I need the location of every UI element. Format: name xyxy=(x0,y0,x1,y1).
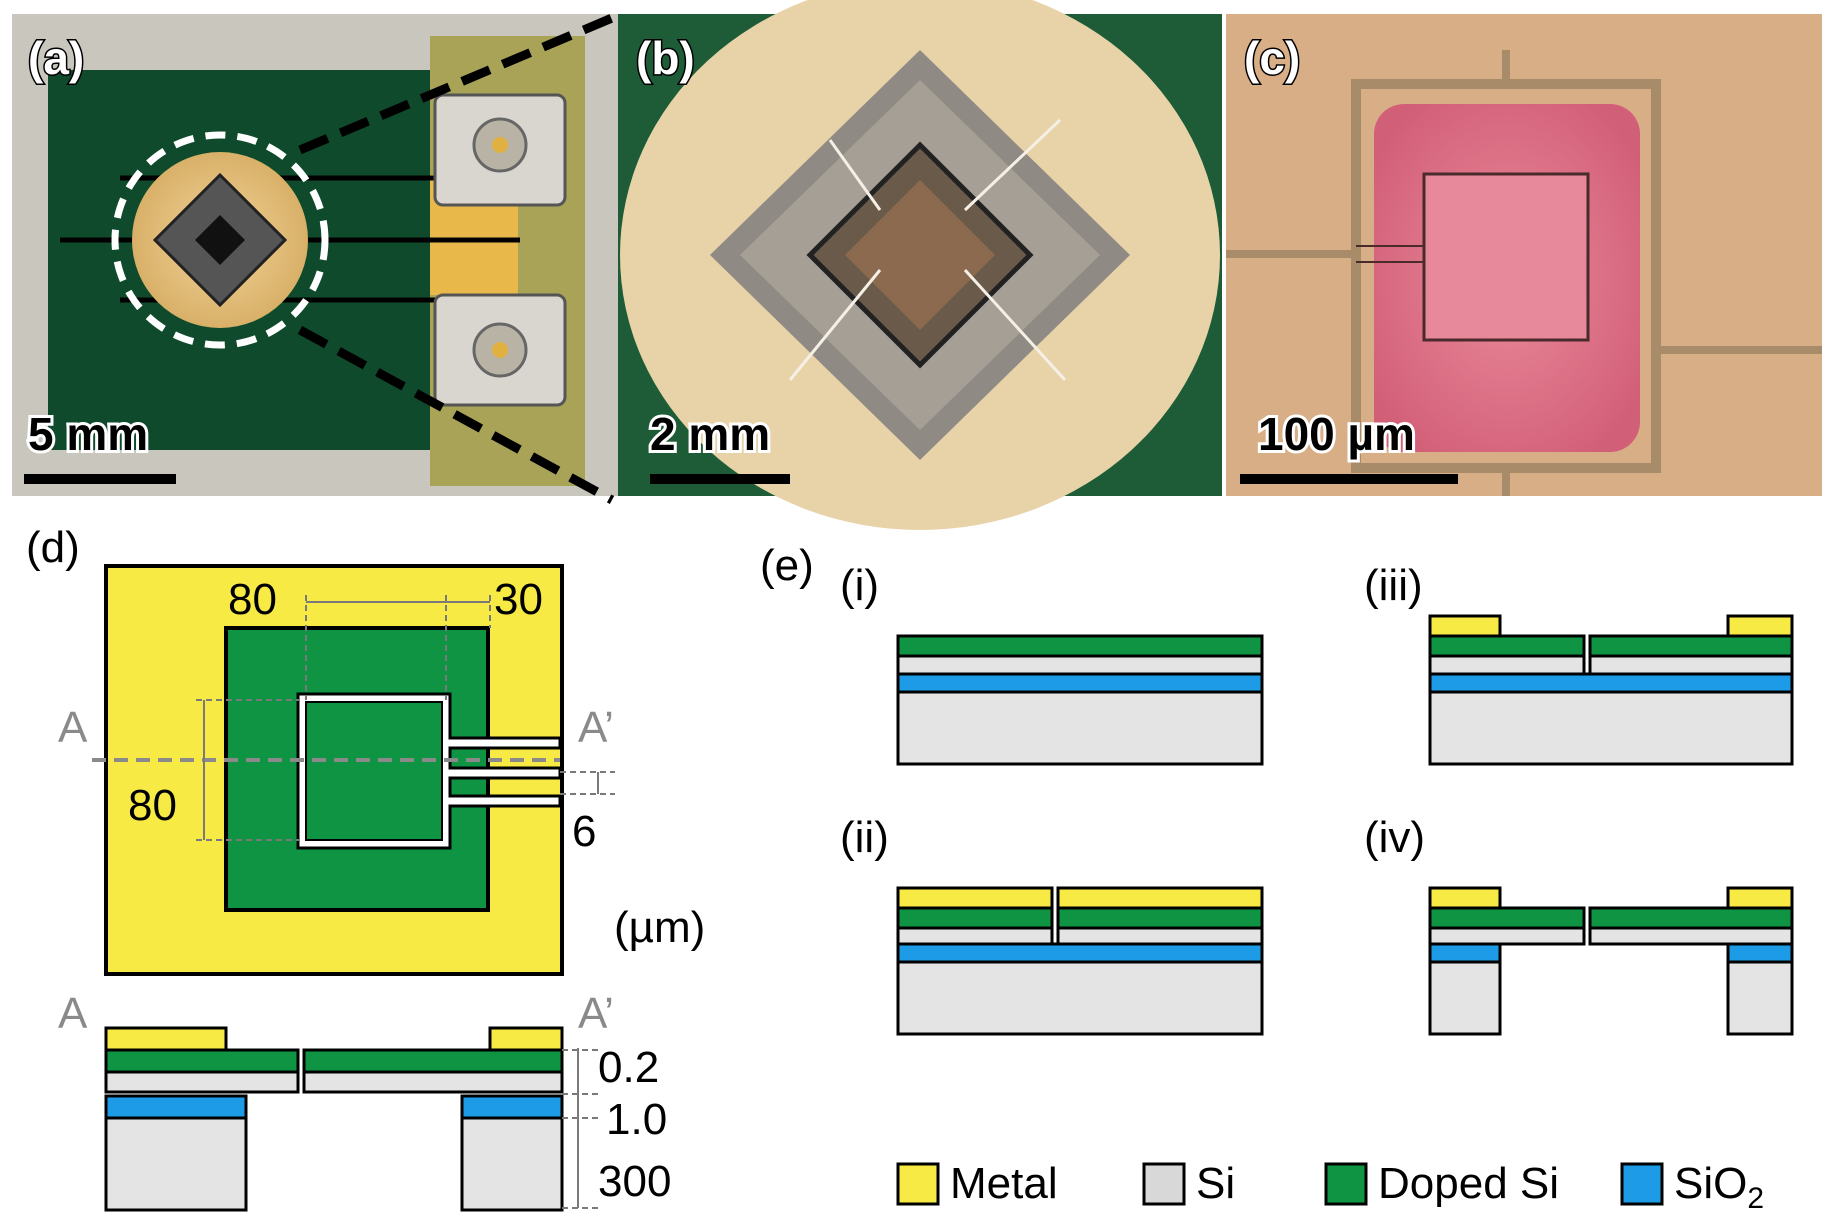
membrane-square xyxy=(305,701,443,841)
step-label-iii: (iii) xyxy=(1364,561,1423,610)
legend-swatch-sio2 xyxy=(1620,1162,1664,1206)
dim-30: 30 xyxy=(494,575,543,624)
panel-label-e: (e) xyxy=(760,541,814,590)
section-label-a: A xyxy=(58,703,88,752)
step-ii-stack xyxy=(896,886,1264,1036)
step-label-ii: (ii) xyxy=(840,813,889,862)
unit-label: (µm) xyxy=(614,903,705,952)
photo-c: (c) 100 µm xyxy=(1226,14,1822,496)
legend-label-sio2: SiO2 xyxy=(1674,1159,1764,1215)
scale-bar-c xyxy=(1240,474,1458,484)
thickness-0-2: 0.2 xyxy=(598,1043,659,1092)
cross-label-a-prime: A’ xyxy=(578,989,614,1038)
step-iv-stack xyxy=(1428,886,1794,1036)
legend-label-doped-si: Doped Si xyxy=(1378,1159,1559,1208)
step-label-iv: (iv) xyxy=(1364,813,1425,862)
legend: Metal Si Doped Si SiO2 xyxy=(896,1159,1764,1215)
scale-label-b: 2 mm xyxy=(650,408,770,460)
thickness-1-0: 1.0 xyxy=(606,1095,667,1144)
thickness-300: 300 xyxy=(598,1157,671,1206)
panel-label-d: (d) xyxy=(26,523,80,572)
connector-bottom xyxy=(433,293,567,407)
zoom-line-bottom xyxy=(297,326,615,504)
dim-80-horizontal: 80 xyxy=(228,575,277,624)
panel-label-a: (a) xyxy=(28,32,84,84)
step-label-i: (i) xyxy=(840,561,879,610)
scale-bar-b xyxy=(650,474,790,484)
legend-label-metal: Metal xyxy=(950,1159,1058,1208)
dim-80-vertical: 80 xyxy=(128,781,177,830)
cross-label-a: A xyxy=(58,989,88,1038)
zoom-circle xyxy=(111,131,329,349)
legend-label-si: Si xyxy=(1196,1159,1235,1208)
dim-6: 6 xyxy=(572,807,596,856)
legend-swatch-doped-si xyxy=(1324,1162,1368,1206)
zoom-line-top xyxy=(298,13,614,155)
panel-d: (d) 80 30 80 6 (µm) A A’ A A’ xyxy=(26,523,705,1212)
legend-swatch-metal xyxy=(896,1162,940,1206)
scale-label-c: 100 µm xyxy=(1258,408,1415,460)
panel-e: (e) (i) (ii) (iii) xyxy=(760,541,1794,1036)
panel-label-c: (c) xyxy=(1244,32,1300,84)
photo-a: (a) 5 mm xyxy=(12,14,618,496)
cross-section-d xyxy=(104,1026,564,1212)
section-label-a-prime: A’ xyxy=(578,703,614,752)
connector-top xyxy=(433,93,567,207)
photo-b: (b) 2 mm xyxy=(618,0,1222,530)
step-i-stack xyxy=(896,634,1264,766)
scale-bar-a xyxy=(24,474,176,484)
panel-label-b: (b) xyxy=(636,32,695,84)
legend-swatch-si xyxy=(1142,1162,1186,1206)
membrane-center xyxy=(1422,172,1590,342)
step-iii-stack xyxy=(1428,614,1794,766)
scale-label-a: 5 mm xyxy=(28,408,148,460)
